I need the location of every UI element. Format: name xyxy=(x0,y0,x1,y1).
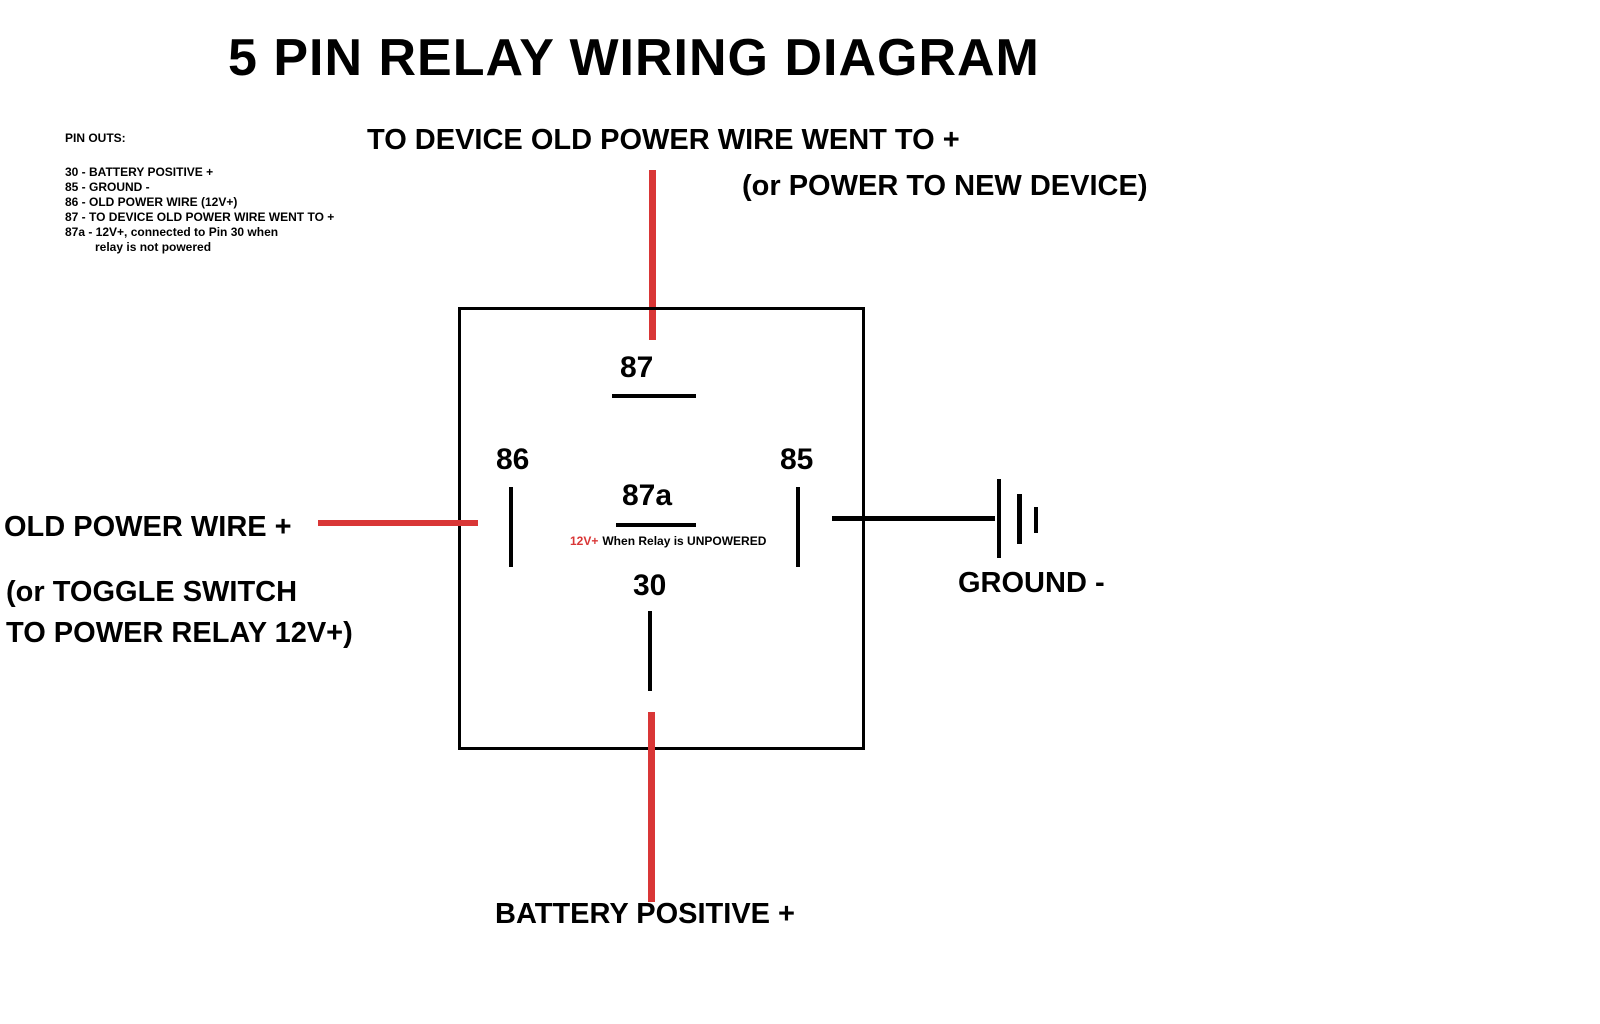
label-toggle-line1: (or TOGGLE SWITCH xyxy=(6,576,298,608)
pin-85-contact xyxy=(796,487,800,567)
ground-symbol-bar-short xyxy=(1034,507,1038,533)
ground-symbol-bar-long xyxy=(997,479,1001,558)
wire-black-ground xyxy=(832,516,995,521)
pin-87-label: 87 xyxy=(620,351,654,384)
pin-87a-label: 87a xyxy=(622,479,673,512)
ground-symbol-bar-medium xyxy=(1017,494,1022,544)
pin-87a-note-voltage: 12V+ xyxy=(570,534,599,548)
pinouts-heading: PIN OUTS: xyxy=(65,131,126,145)
pinouts-line-87a: 87a - 12V+, connected to Pin 30 when xyxy=(65,225,279,239)
pin-30-contact xyxy=(648,611,652,691)
pinouts-line-87a-cont: relay is not powered xyxy=(95,240,212,254)
relay-box xyxy=(458,307,865,750)
label-battery-positive: BATTERY POSITIVE + xyxy=(495,898,795,930)
pin-86-contact xyxy=(509,487,513,567)
label-ground: GROUND - xyxy=(958,567,1105,599)
pinouts-line-87: 87 - TO DEVICE OLD POWER WIRE WENT TO + xyxy=(65,210,335,224)
pin-87a-contact xyxy=(616,523,696,527)
pin-87-contact xyxy=(612,394,696,398)
label-to-device-line1: TO DEVICE OLD POWER WIRE WENT TO + xyxy=(367,124,960,156)
wire-red-bottom xyxy=(648,712,655,902)
label-old-power-wire: OLD POWER WIRE + xyxy=(4,511,292,543)
pin-86-label: 86 xyxy=(496,443,530,476)
label-to-device-line2: (or POWER TO NEW DEVICE) xyxy=(742,170,1148,202)
wire-red-left xyxy=(318,520,478,526)
page-title: 5 PIN RELAY WIRING DIAGRAM xyxy=(228,29,1040,87)
pinouts-legend: PIN OUTS: 30 - BATTERY POSITIVE + 85 - G… xyxy=(65,131,334,255)
pin-87a-note: 12V+When Relay is UNPOWERED xyxy=(570,534,766,548)
pin-87a-note-text: When Relay is UNPOWERED xyxy=(602,534,767,548)
pinouts-line-85: 85 - GROUND - xyxy=(65,180,150,194)
pinouts-line-86: 86 - OLD POWER WIRE (12V+) xyxy=(65,195,238,209)
pinouts-line-30: 30 - BATTERY POSITIVE + xyxy=(65,165,214,179)
pin-30-label: 30 xyxy=(633,569,667,602)
pin-85-label: 85 xyxy=(780,443,814,476)
label-toggle-line2: TO POWER RELAY 12V+) xyxy=(6,617,353,649)
wire-red-top xyxy=(649,170,656,340)
